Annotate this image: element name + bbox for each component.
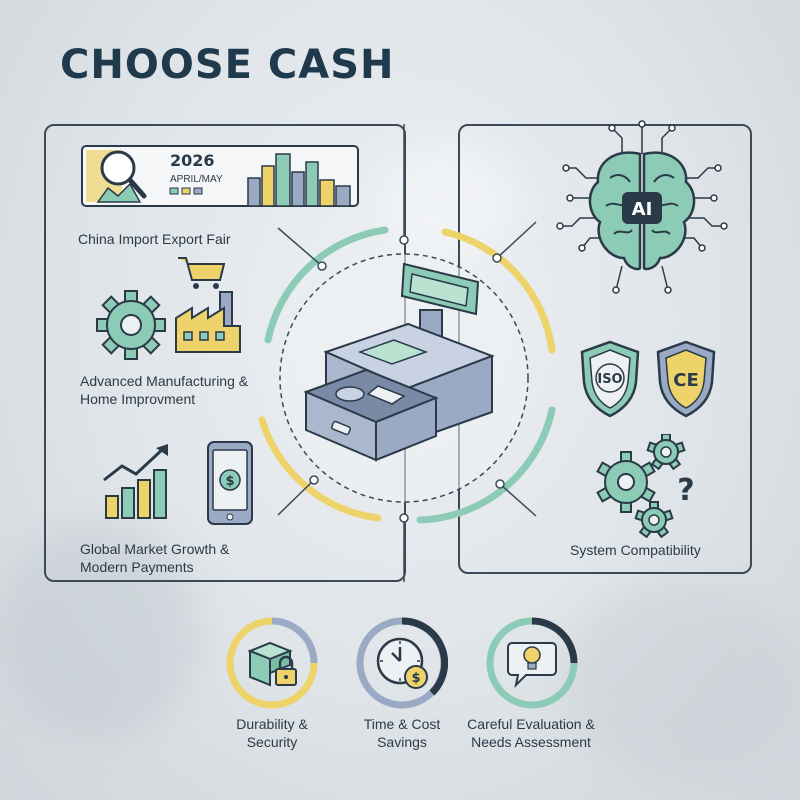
- svg-text:$: $: [225, 474, 234, 489]
- mobile-payment-icon: $: [207, 441, 253, 525]
- question-mark-icon: ?: [677, 473, 694, 508]
- market-growth-label: Global Market Growth & Modern Payments: [80, 541, 230, 575]
- compatibility-label: System Compatibility: [570, 542, 701, 558]
- time-cost-icon: $: [356, 617, 448, 709]
- page-title: CHOOSE CASH: [60, 42, 395, 88]
- durability-label: Durability & Security: [236, 716, 308, 750]
- ai-brain-icon: AI: [556, 120, 728, 294]
- fair-label: China Import Export Fair: [78, 231, 231, 247]
- time-cost-label: Time & Cost Savings: [363, 716, 441, 750]
- durability-security-icon: [226, 617, 318, 709]
- cash-register-icon: [303, 262, 495, 462]
- trade-fair-banner-icon: 2026 APRIL/MAY: [81, 145, 359, 207]
- ai-badge-text: AI: [632, 199, 653, 220]
- svg-text:$: $: [411, 671, 420, 686]
- compatibility-gears-icon: ?: [596, 434, 695, 538]
- iso-shield-icon: ISO: [580, 340, 640, 418]
- ce-badge-text: CE: [673, 370, 699, 391]
- ce-shield-icon: CE: [656, 340, 716, 418]
- growth-chart-icon: [103, 444, 168, 519]
- manufacturing-label: Advanced Manufacturing & Home Improvment: [80, 373, 249, 407]
- fair-year: 2026: [170, 151, 215, 170]
- iso-badge-text: ISO: [597, 372, 622, 387]
- background-blur: [560, 580, 800, 780]
- factory-icon: [175, 257, 241, 353]
- background-blur: [0, 520, 200, 740]
- fair-months: APRIL/MAY: [170, 174, 223, 185]
- evaluation-label: Careful Evaluation & Needs Assessment: [467, 716, 595, 750]
- evaluation-idea-icon: [486, 617, 578, 709]
- gear-icon: [96, 290, 166, 360]
